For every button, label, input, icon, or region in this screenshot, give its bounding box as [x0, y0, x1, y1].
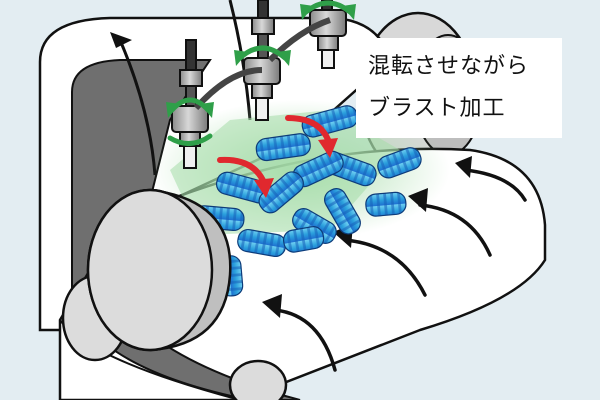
- conveyor-flow-arrows: [273, 168, 527, 372]
- tumble-arrow-icon: [254, 138, 338, 198]
- rotation-arrow-icon: [166, 4, 356, 118]
- flow-arrow-icon: [110, 32, 132, 48]
- caption-line-2: ブラスト加工: [368, 96, 506, 121]
- front-drum: [86, 188, 232, 352]
- nozzle-icon: [171, 0, 347, 169]
- caption-line-1: 混転させながら: [368, 54, 530, 79]
- caption-box: 混転させながら ブラスト加工: [356, 38, 562, 138]
